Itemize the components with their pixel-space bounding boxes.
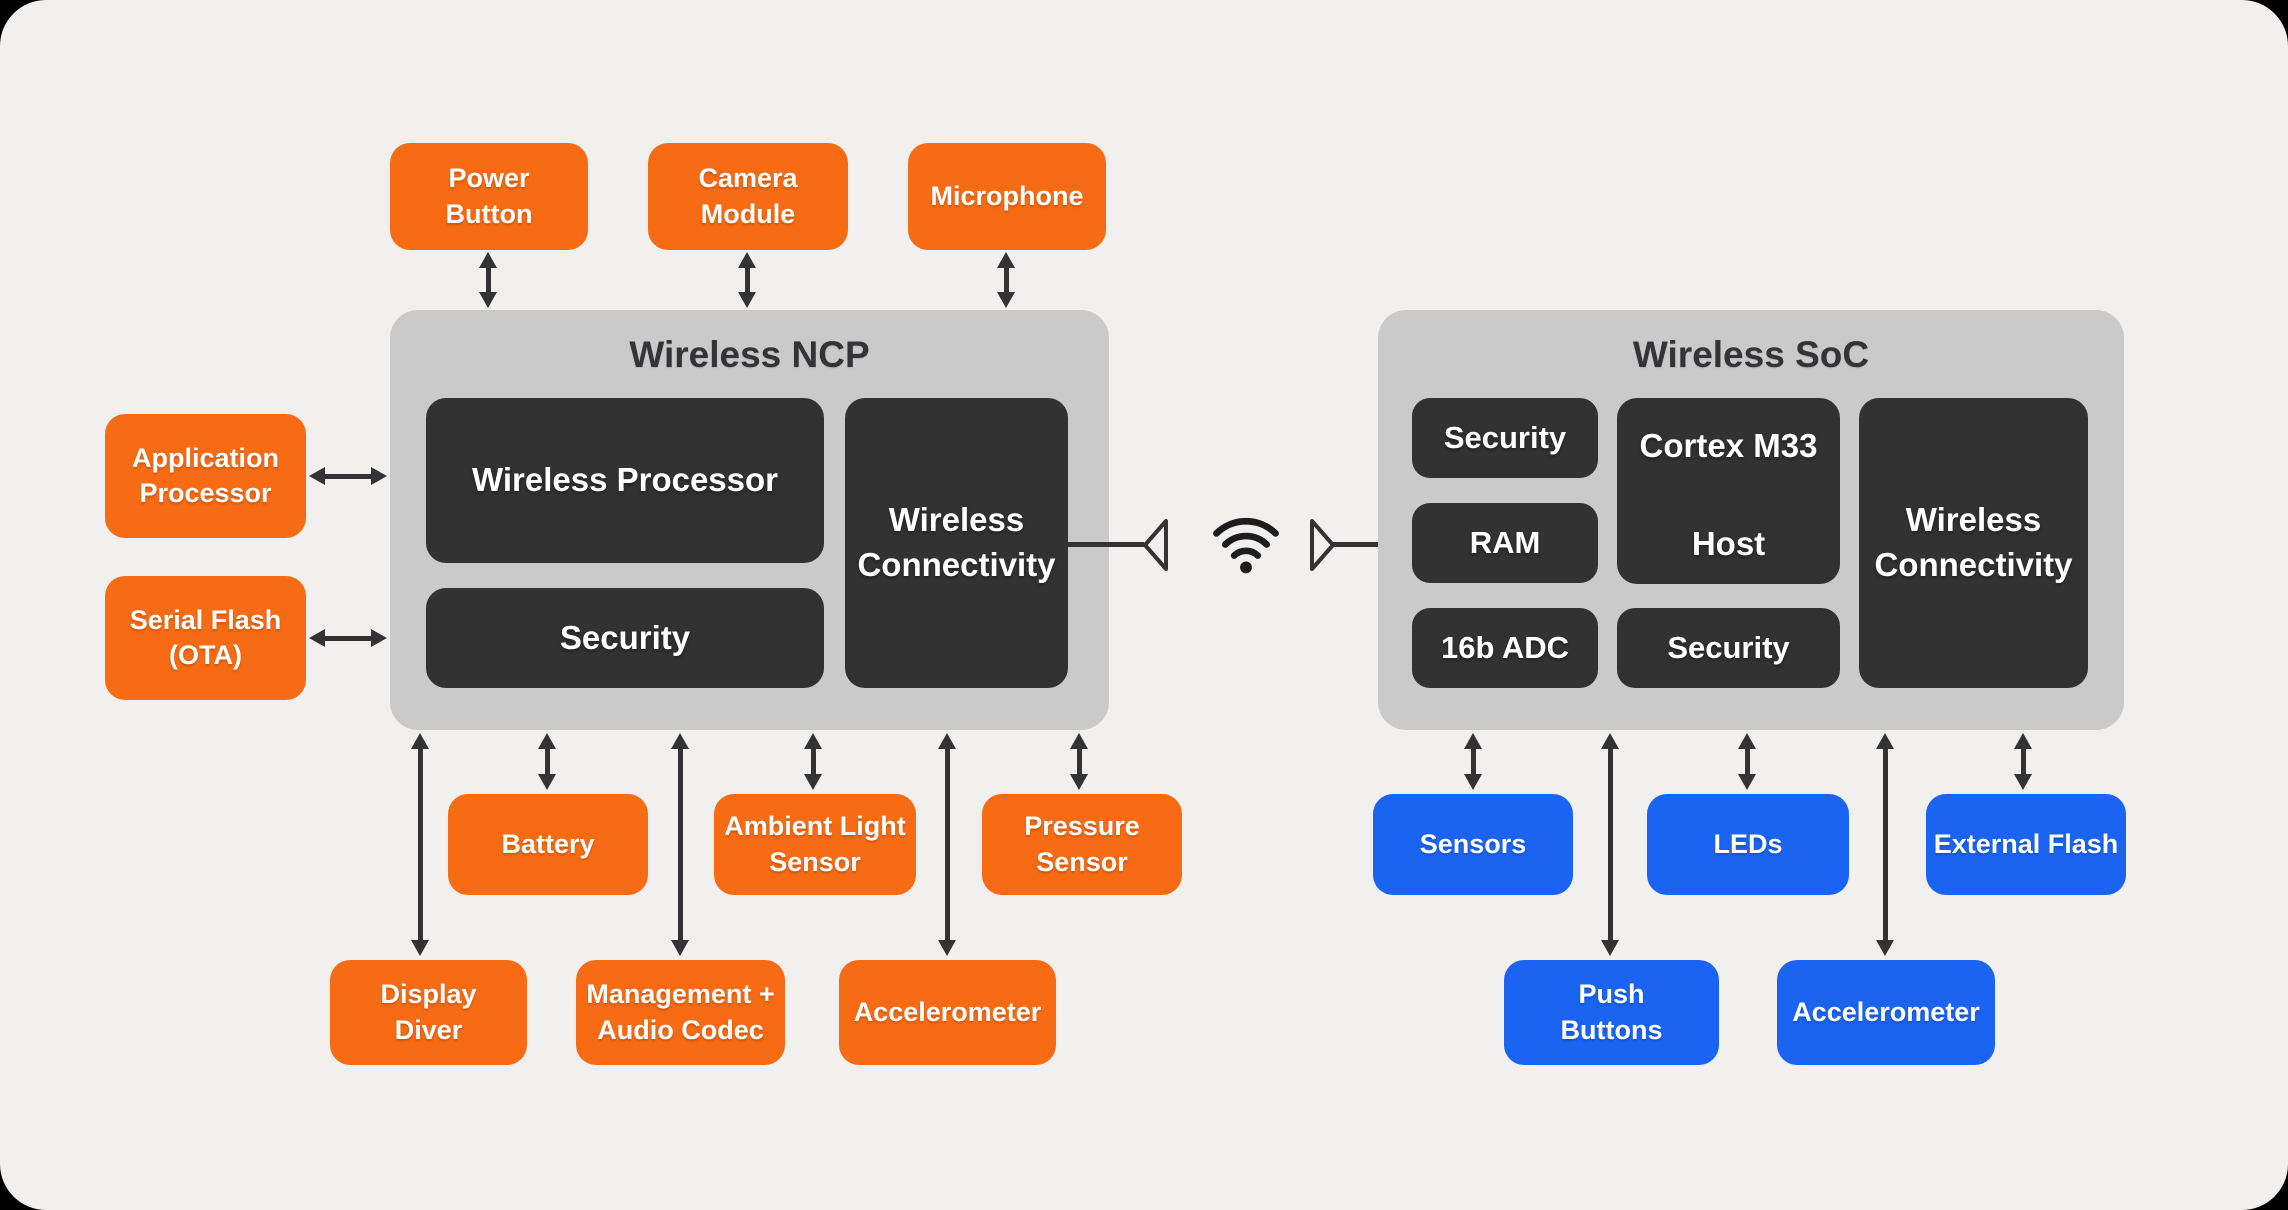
antenna-feed-line-left	[1068, 542, 1144, 547]
management-audio-codec-box: Management + Audio Codec	[576, 960, 785, 1065]
soc-security-top-block: Security	[1412, 398, 1598, 478]
external-flash-box: External Flash	[1926, 794, 2126, 895]
arrow-soc-sensors	[1464, 733, 1482, 790]
antenna-right-icon	[1310, 519, 1335, 571]
arrow-application-processor-ncp	[309, 467, 387, 485]
wireless-soc-title: Wireless SoC	[1632, 334, 1870, 375]
soc-wireless-connectivity-block: Wireless Connectivity	[1859, 398, 2088, 688]
arrow-ncp-pressure-sensor	[1070, 733, 1088, 790]
arrow-ncp-display-diver	[411, 733, 429, 956]
arrow-ncp-management-audio-codec	[671, 733, 689, 956]
display-diver-box: Display Diver	[330, 960, 527, 1065]
power-button-box: Power Button	[390, 143, 588, 250]
ncp-wireless-connectivity-block: Wireless Connectivity	[845, 398, 1068, 688]
battery-box: Battery	[448, 794, 648, 895]
soc-cortex-m33-host-block: Cortex M33 Host	[1617, 398, 1840, 584]
sensors-box: Sensors	[1373, 794, 1573, 895]
arrow-soc-leds	[1738, 733, 1756, 790]
host-label: Host	[1691, 525, 1766, 562]
wireless-processor-block: Wireless Processor	[426, 398, 824, 563]
wireless-soc-container: Wireless SoC Security RAM 16b ADC Cortex…	[1378, 310, 2124, 730]
ambient-light-sensor-box: Ambient Light Sensor	[714, 794, 916, 895]
ncp-accelerometer-box: Accelerometer	[839, 960, 1056, 1065]
serial-flash-ota-box: Serial Flash (OTA)	[105, 576, 306, 700]
antenna-left-icon	[1143, 519, 1168, 571]
push-buttons-box: Push Buttons	[1504, 960, 1719, 1065]
wireless-ncp-title: Wireless NCP	[629, 334, 870, 375]
wifi-icon	[1213, 517, 1279, 574]
soc-16b-adc-block: 16b ADC	[1412, 608, 1598, 688]
arrow-ncp-battery	[538, 733, 556, 790]
arrow-soc-accelerometer	[1876, 733, 1894, 956]
arrow-camera-module-ncp	[738, 252, 756, 308]
soc-accelerometer-box: Accelerometer	[1777, 960, 1995, 1065]
arrow-serial-flash-ncp	[309, 629, 387, 647]
arrow-ncp-accelerometer	[938, 733, 956, 956]
arrow-soc-push-buttons	[1601, 733, 1619, 956]
pressure-sensor-box: Pressure Sensor	[982, 794, 1182, 895]
application-processor-box: Application Processor	[105, 414, 306, 538]
arrow-microphone-ncp	[997, 252, 1015, 308]
camera-module-box: Camera Module	[648, 143, 848, 250]
cortex-m33-label: Cortex M33	[1639, 427, 1818, 464]
arrow-soc-external-flash	[2014, 733, 2032, 790]
soc-security-bottom-block: Security	[1617, 608, 1840, 688]
wireless-ncp-container: Wireless NCP Wireless Processor Security…	[390, 310, 1109, 730]
antenna-feed-line-right	[1332, 542, 1378, 547]
soc-ram-block: RAM	[1412, 503, 1598, 583]
ncp-security-block: Security	[426, 588, 824, 688]
leds-box: LEDs	[1647, 794, 1849, 895]
microphone-box: Microphone	[908, 143, 1106, 250]
arrow-power-button-ncp	[479, 252, 497, 308]
arrow-ncp-ambient-light-sensor	[804, 733, 822, 790]
